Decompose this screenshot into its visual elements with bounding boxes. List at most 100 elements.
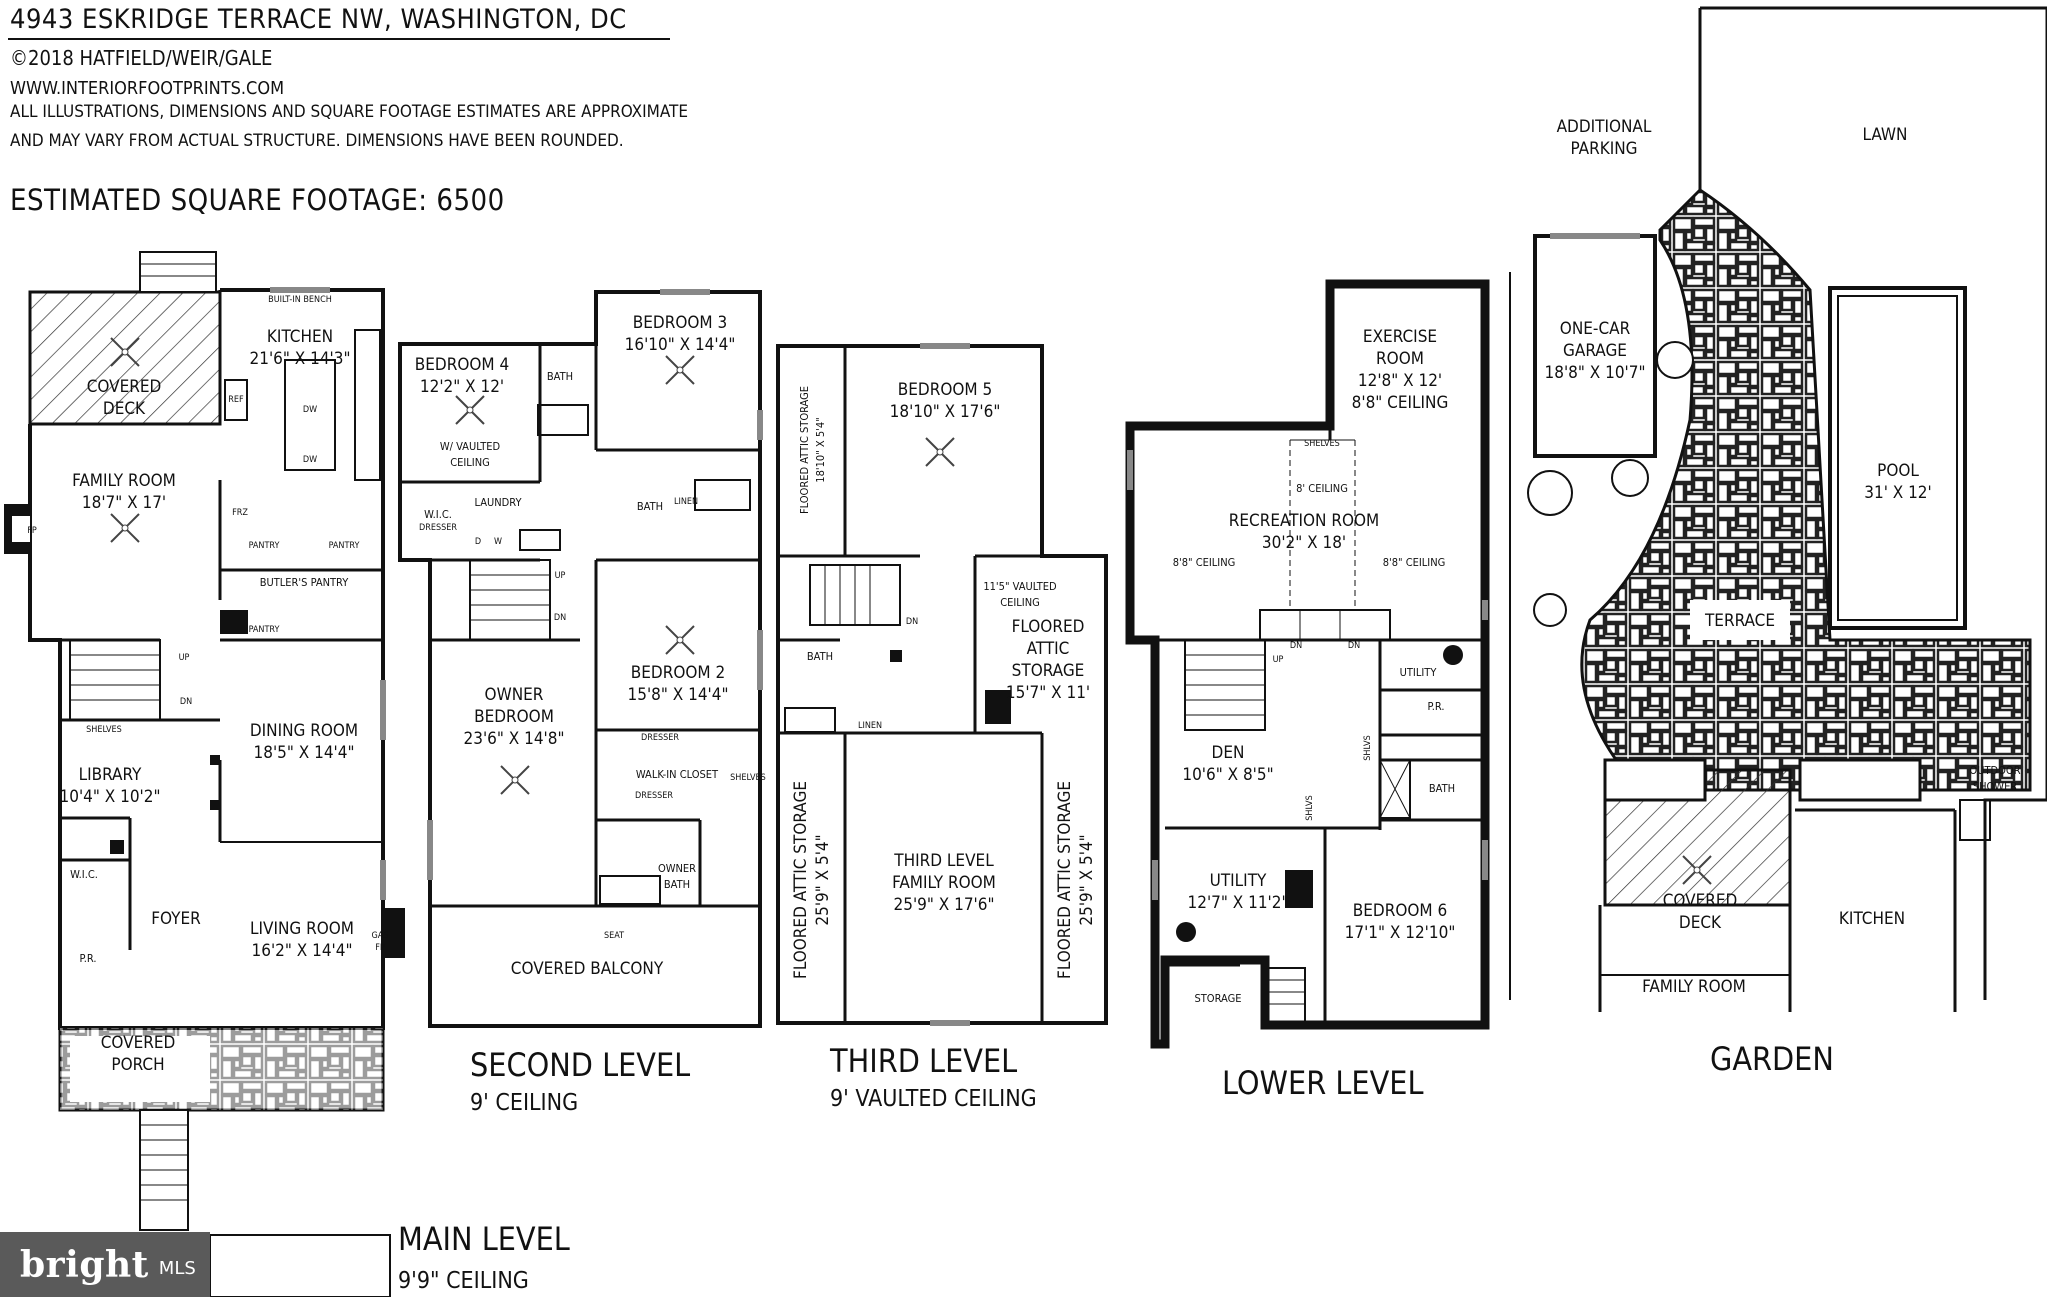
label-gas-fp: FP <box>375 943 385 953</box>
label-pantry-1: PANTRY <box>249 541 280 551</box>
label-bath-2b: BATH <box>637 500 663 513</box>
second-level-labels: BEDROOM 4 12'2" X 12' W/ VAULTED CEILING… <box>415 313 766 979</box>
label-attic-left: FLOORED ATTIC STORAGE <box>791 781 811 979</box>
label-attic-top: FLOORED ATTIC STORAGE <box>798 386 811 514</box>
label-utility-size: 12'7" X 11'2" <box>1187 893 1288 913</box>
label-foyer: FOYER <box>151 909 201 929</box>
label-garden-kitchen: KITCHEN <box>1839 909 1905 929</box>
label-utility-small: UTILITY <box>1400 666 1438 679</box>
label-attic-left-size: 25'9" X 5'4" <box>813 834 833 925</box>
label-utility: UTILITY <box>1210 871 1267 891</box>
label-attic-right-2: ATTIC <box>1027 639 1070 659</box>
label-dining-room-size: 18'5" X 14'4" <box>253 743 354 763</box>
subtitle-main-level: 9'9" CEILING <box>398 1268 529 1294</box>
listing-address-title: 4943 ESKRIDGE TERRACE NW, WASHINGTON, DC <box>10 4 627 35</box>
label-wic-second: W.I.C. <box>424 508 452 521</box>
label-shlvs-2: SHLVS <box>1305 795 1315 820</box>
label-exercise-ceiling: 8'8" CEILING <box>1352 393 1449 413</box>
lower-level-labels: EXERCISE ROOM 12'8" X 12' 8'8" CEILING S… <box>1173 327 1456 1005</box>
label-butlers-pantry: BUTLER'S PANTRY <box>260 576 350 589</box>
label-attic-far-size: 25'9" X 5'4" <box>1077 834 1097 925</box>
label-terrace: TERRACE <box>1704 611 1775 631</box>
label-living-room-size: 16'2" X 14'4" <box>251 941 352 961</box>
main-level-plan <box>4 251 405 1297</box>
lower-level-plan <box>1125 279 1490 1049</box>
label-gas: GAS <box>372 931 389 941</box>
logo-brand: bright <box>20 1243 149 1286</box>
label-den-size: 10'6" X 8'5" <box>1182 765 1273 785</box>
title-underline <box>8 38 670 40</box>
label-shelves-lower: SHELVES <box>1304 439 1340 449</box>
label-bath-2a: BATH <box>547 370 573 383</box>
label-ceiling-8: 8' CEILING <box>1296 482 1348 495</box>
label-additional-parking-2: PARKING <box>1570 139 1637 159</box>
label-bedroom-3: BEDROOM 3 <box>633 313 727 333</box>
title-second-level: SECOND LEVEL <box>470 1046 690 1084</box>
label-dining-room: DINING ROOM <box>250 721 358 741</box>
label-owner-bath-2: BATH <box>664 878 690 891</box>
label-family-room: FAMILY ROOM <box>72 471 176 491</box>
label-shlvs-1: SHLVS <box>1363 735 1373 760</box>
label-ceiling-88-left: 8'8" CEILING <box>1173 556 1236 569</box>
label-frz: FRZ <box>232 508 248 518</box>
label-owner-bath-1: OWNER <box>658 862 696 875</box>
label-vaulted-note-1: 11'5" VAULTED <box>983 580 1057 593</box>
label-exercise-1: EXERCISE <box>1363 327 1437 347</box>
label-third-family-size: 25'9" X 17'6" <box>893 895 994 915</box>
label-kitchen-size: 21'6" X 14'3" <box>249 349 350 369</box>
label-additional-parking-1: ADDITIONAL <box>1557 117 1652 137</box>
label-bedroom-5: BEDROOM 5 <box>898 380 992 400</box>
label-garden-family-room: FAMILY ROOM <box>1642 977 1746 997</box>
label-bedroom-6-size: 17'1" X 12'10" <box>1345 923 1456 943</box>
label-den: DEN <box>1212 743 1245 763</box>
label-dn-third: DN <box>906 617 918 627</box>
label-storage: STORAGE <box>1194 992 1241 1005</box>
title-lower-level: LOWER LEVEL <box>1222 1064 1423 1102</box>
label-pool-size: 31' X 12' <box>1864 483 1932 503</box>
label-garage-2: GARAGE <box>1563 341 1627 361</box>
label-wic-main: W.I.C. <box>70 868 98 881</box>
main-level-labels: COVERED DECK BUILT-IN BENCH KITCHEN 21'6… <box>27 295 388 1075</box>
label-garden-deck-2: DECK <box>1679 913 1722 933</box>
label-bedroom-4: BEDROOM 4 <box>415 355 509 375</box>
label-vaulted-note-2: CEILING <box>1000 596 1040 609</box>
label-library-size: 10'4" X 10'2" <box>59 787 160 807</box>
website-text: WWW.INTERIORFOOTPRINTS.COM <box>10 78 285 99</box>
label-outdoor: OUTDOOR <box>1969 764 2020 777</box>
label-garden-deck-1: COVERED <box>1663 891 1738 911</box>
label-attic-right-3: STORAGE <box>1012 661 1085 681</box>
label-exercise-2: ROOM <box>1376 349 1424 369</box>
label-recreation-room: RECREATION ROOM <box>1229 511 1379 531</box>
label-garage-size: 18'8" X 10'7" <box>1544 363 1645 383</box>
label-covered-deck-2: DECK <box>103 399 146 419</box>
label-living-room: LIVING ROOM <box>250 919 354 939</box>
label-bath-third: BATH <box>807 650 833 663</box>
label-bedroom-5-size: 18'10" X 17'6" <box>890 402 1001 422</box>
label-up-lower: UP <box>1273 655 1284 665</box>
label-covered-deck-1: COVERED <box>87 377 162 397</box>
label-w: W <box>494 537 502 547</box>
label-shelves-second: SHELVES <box>730 773 766 783</box>
label-owner-bedroom-size: 23'6" X 14'8" <box>463 729 564 749</box>
label-dn-lower-2: DN <box>1348 641 1360 651</box>
label-ref: REF <box>228 395 244 405</box>
label-third-family-1: THIRD LEVEL <box>893 851 994 871</box>
label-linen-second: LINEN <box>674 497 698 507</box>
title-third-level: THIRD LEVEL <box>829 1042 1017 1080</box>
label-garage-1: ONE-CAR <box>1560 319 1631 339</box>
label-attic-right-size: 15'7" X 11' <box>1006 683 1090 703</box>
title-garden: GARDEN <box>1710 1040 1834 1078</box>
garden-labels: ADDITIONAL PARKING LAWN ONE-CAR GARAGE 1… <box>1544 117 2020 997</box>
label-laundry: LAUNDRY <box>474 496 522 509</box>
label-pr-main: P.R. <box>79 952 96 965</box>
label-ceiling-88-right: 8'8" CEILING <box>1383 556 1446 569</box>
label-owner-bedroom-2: BEDROOM <box>474 707 554 727</box>
label-vaulted-2: CEILING <box>450 456 490 469</box>
bright-mls-logo: bright MLS <box>0 1232 210 1297</box>
label-pr-lower: P.R. <box>1427 700 1444 713</box>
label-pantry-2: PANTRY <box>329 541 360 551</box>
label-owner-bedroom-1: OWNER <box>485 685 544 705</box>
label-fp: FP <box>27 526 37 536</box>
label-bath-lower: BATH <box>1429 782 1455 795</box>
